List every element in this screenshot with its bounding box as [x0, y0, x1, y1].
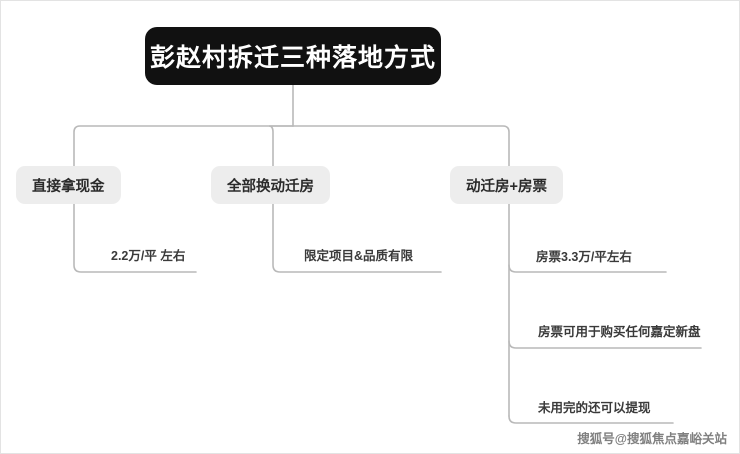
branch-node-relocation-housing[interactable]: 全部换动迁房: [211, 166, 330, 204]
leaf-label-voucher-withdraw: 未用完的还可以提现: [538, 401, 651, 415]
leaf-label-cash-price: 2.2万/平 左右: [111, 249, 186, 263]
leaf-label-voucher-price: 房票3.3万/平左右: [536, 250, 632, 264]
connector-root-to-branch-1: [73, 125, 294, 167]
root-node[interactable]: 彭赵村拆迁三种落地方式: [145, 27, 441, 85]
connector-root-to-branch-2: [268, 125, 294, 167]
leaf-label-voucher-usage: 房票可用于购买任何嘉定新盘: [538, 325, 701, 339]
branch-node-housing-plus-voucher[interactable]: 动迁房+房票: [450, 166, 563, 204]
connector-branch-3-leaf-2: [508, 340, 702, 349]
watermark: 搜狐号@搜狐焦点嘉峪关站: [577, 432, 727, 446]
leaf-label-housing-limitation: 限定项目&品质有限: [304, 249, 414, 263]
connector-branch-3-leaf-1: [508, 264, 667, 273]
connector-root-to-branch-3: [292, 125, 510, 167]
branch-node-cash[interactable]: 直接拿现金: [16, 166, 121, 204]
connector-branch-3-leaf-3: [508, 415, 674, 424]
